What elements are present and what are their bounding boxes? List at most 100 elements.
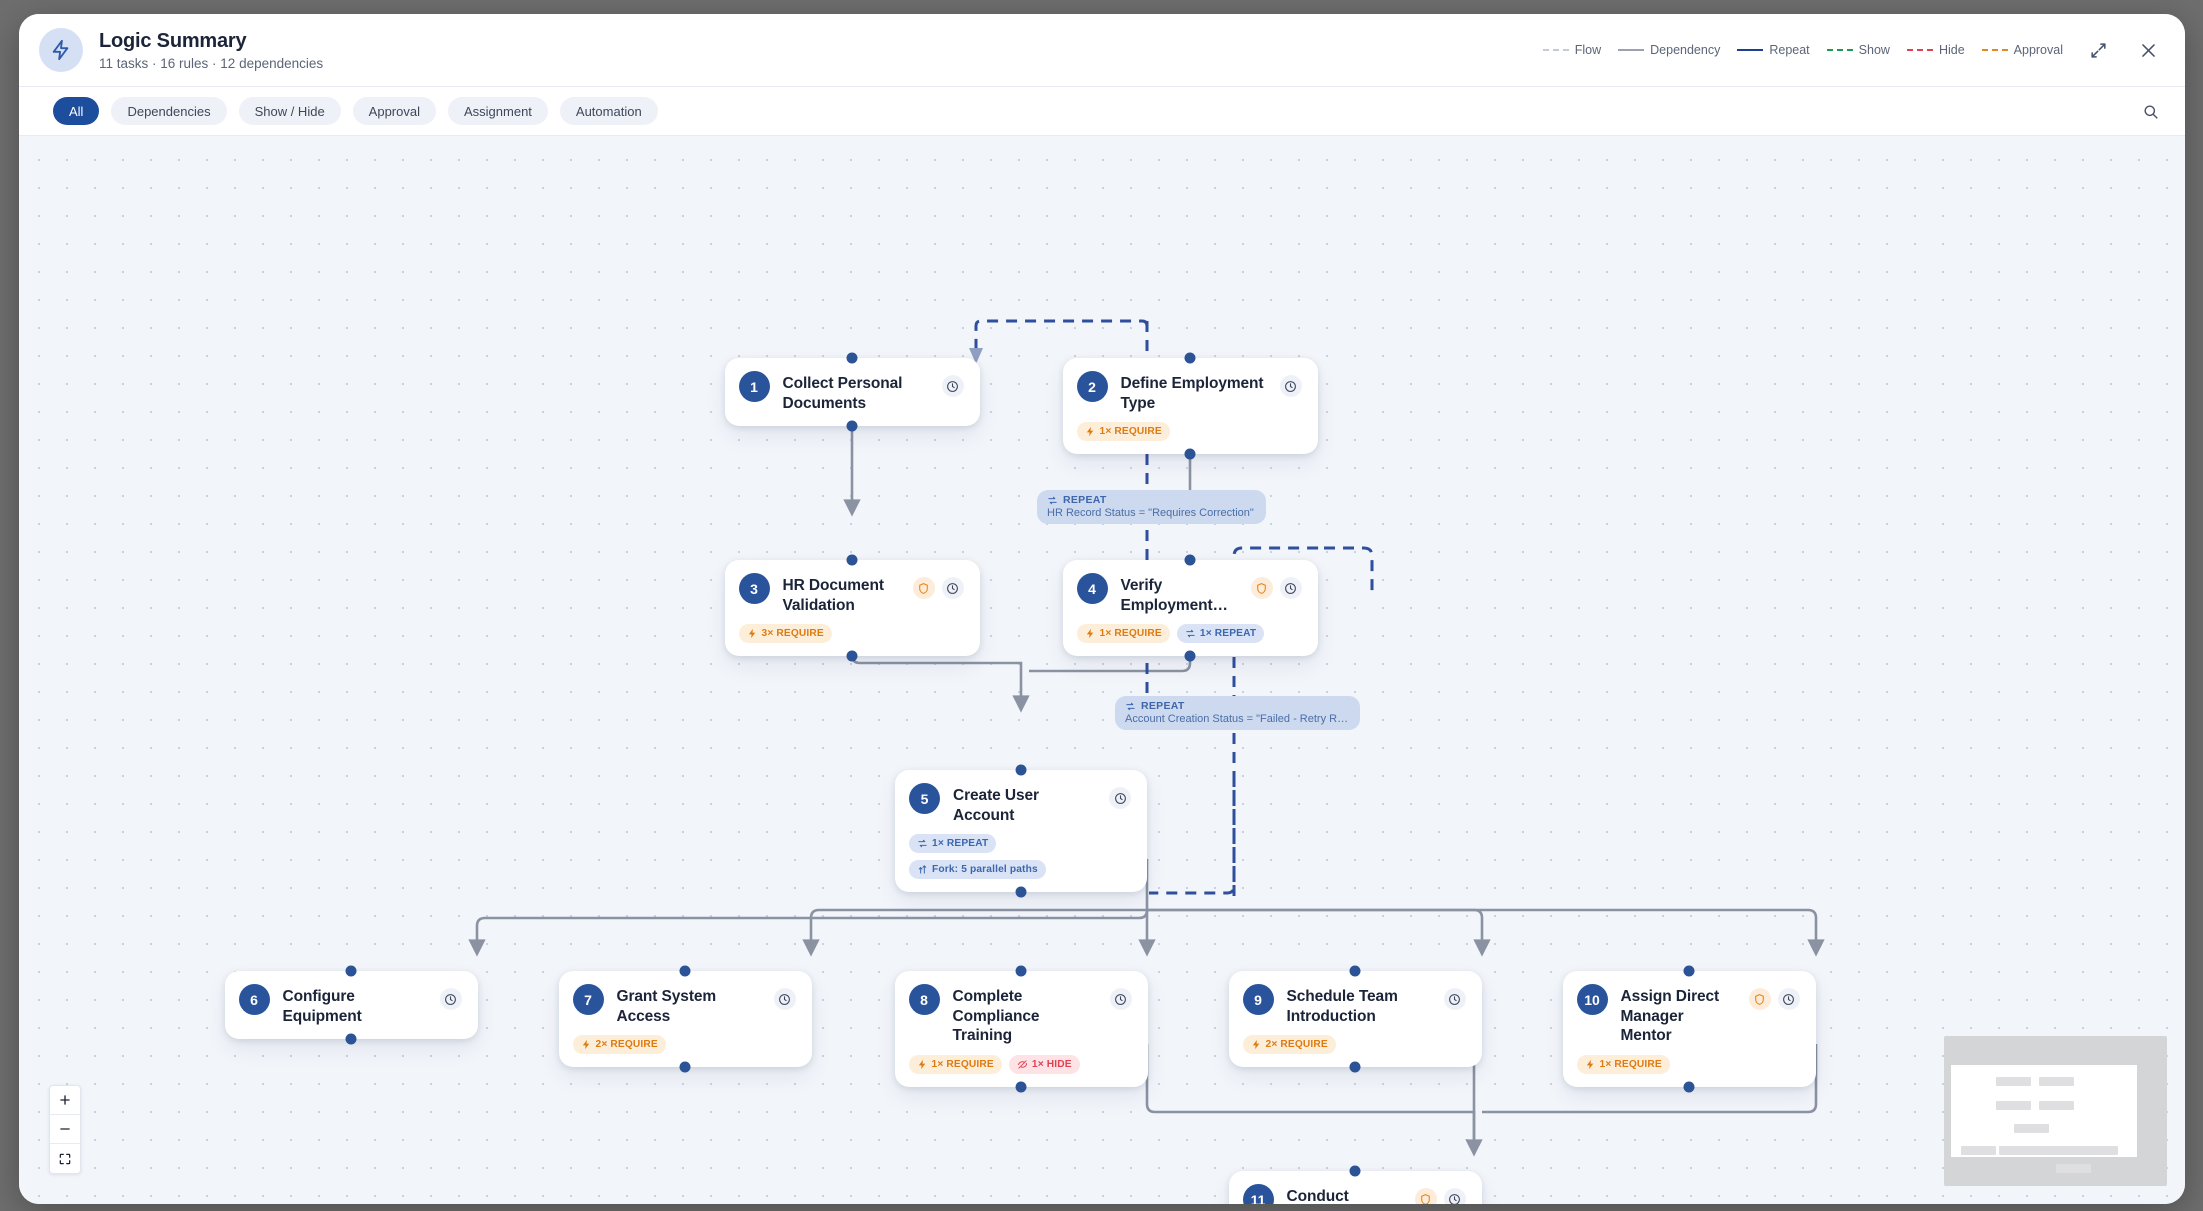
shield-icon: [1748, 988, 1771, 1010]
window-header: Logic Summary 11 tasks · 16 rules · 12 d…: [19, 14, 2185, 86]
filter-chip-all[interactable]: All: [53, 97, 100, 125]
node-number: 6: [238, 984, 270, 1015]
badge-require[interactable]: 1× REQUIRE: [1076, 624, 1170, 644]
badge-require[interactable]: 1× REQUIRE: [908, 1055, 1002, 1075]
node-badges: 1× REQUIRE 1× REPEAT: [1076, 624, 1302, 644]
edge-label-kind: REPEAT: [1125, 700, 1348, 712]
node-number: 2: [1076, 371, 1108, 402]
node-title: Configure Equipment: [282, 988, 362, 1025]
node-port-bottom[interactable]: [679, 1061, 691, 1073]
page-title: Logic Summary: [99, 29, 247, 52]
node-port-top[interactable]: [1184, 554, 1196, 566]
edge-label-kind-text: REPEAT: [1063, 494, 1107, 506]
node-number: 10: [1576, 984, 1608, 1015]
clock-icon: [941, 577, 964, 599]
badge-label: 1× REQUIRE: [1099, 426, 1162, 438]
node-icons: [439, 984, 462, 1010]
node-port-top[interactable]: [1683, 965, 1695, 977]
badge-label: 1× REPEAT: [932, 838, 989, 850]
badge-repeat[interactable]: 1× REPEAT: [1176, 624, 1265, 644]
clock-icon: [1109, 988, 1132, 1010]
badge-fork[interactable]: Fork: 5 parallel paths: [909, 860, 1046, 880]
badge-label: Fork: 5 parallel paths: [932, 864, 1038, 876]
edge-repeat-4-head: [1324, 546, 1374, 591]
edge-10-11: [1482, 1044, 1818, 1114]
filter-chip-show-hide[interactable]: Show / Hide: [238, 97, 341, 125]
node-port-bottom[interactable]: [1184, 650, 1196, 662]
node-port-top[interactable]: [1184, 352, 1196, 364]
node-title: Collect Personal Documents: [782, 375, 903, 412]
filter-chip-assignment[interactable]: Assignment: [447, 97, 548, 125]
node-port-bottom[interactable]: [1184, 448, 1196, 460]
zoom-out-button[interactable]: [50, 1115, 80, 1144]
minimap[interactable]: [1944, 1036, 2167, 1186]
minimap-node: [1961, 1146, 1996, 1155]
node-badges: 1× REPEAT Fork: 5 parallel paths: [909, 834, 1131, 880]
node-port-top[interactable]: [679, 965, 691, 977]
zoom-in-button[interactable]: [50, 1086, 80, 1115]
clock-icon: [773, 988, 796, 1010]
zoom-controls: [49, 1085, 81, 1174]
page-subtitle: 11 tasks · 16 rules · 12 dependencies: [99, 55, 324, 71]
node-port-bottom[interactable]: [345, 1033, 357, 1045]
node-port-top[interactable]: [345, 965, 357, 977]
badge-require[interactable]: 1× REQUIRE: [1076, 422, 1170, 442]
node-number: 11: [1242, 1184, 1274, 1204]
fit-screen-button[interactable]: [50, 1144, 80, 1173]
node-icons: [1109, 783, 1131, 809]
node-port-bottom[interactable]: [1015, 1081, 1027, 1093]
node-port-top[interactable]: [1015, 965, 1027, 977]
filter-chip-automation[interactable]: Automation: [559, 97, 658, 125]
filter-toolbar: All Dependencies Show / Hide Approval Assign…: [19, 86, 2185, 136]
legend-label: Show: [1858, 43, 1890, 57]
filter-chip-dependencies[interactable]: Dependencies: [111, 97, 227, 125]
search-icon[interactable]: [2137, 98, 2163, 124]
filter-chip-approval[interactable]: Approval: [352, 97, 436, 125]
node-port-top[interactable]: [1015, 764, 1027, 776]
logic-summary-window: Logic Summary 11 tasks · 16 rules · 12 d…: [19, 14, 2185, 1204]
badge-repeat[interactable]: 1× REPEAT: [909, 834, 997, 854]
legend-swatch-approval: [1981, 49, 2008, 51]
node-port-top[interactable]: [846, 554, 858, 566]
node-badges: 1× REQUIRE: [1076, 422, 1302, 442]
node-port-bottom[interactable]: [846, 650, 858, 662]
node-port-top[interactable]: [846, 352, 858, 364]
node-port-top[interactable]: [1349, 1165, 1361, 1177]
node-port-bottom[interactable]: [846, 420, 858, 432]
badge-require[interactable]: 3× REQUIRE: [738, 624, 832, 644]
badge-hide[interactable]: 1× HIDE: [1008, 1055, 1080, 1075]
node-icons: [941, 371, 964, 397]
minimap-viewport: [1951, 1065, 2137, 1173]
badge-require[interactable]: 2× REQUIRE: [1242, 1035, 1336, 1055]
node-port-bottom[interactable]: [1683, 1081, 1695, 1093]
node-icons: [1748, 984, 1800, 1010]
legend-swatch-hide: [1906, 49, 1933, 51]
legend-label: Hide: [1938, 43, 1965, 57]
task-node-6[interactable]: 6 Configure Equipment: [224, 971, 478, 1040]
node-port-top[interactable]: [1349, 965, 1361, 977]
node-port-bottom[interactable]: [1349, 1061, 1361, 1073]
badge-require[interactable]: 2× REQUIRE: [572, 1035, 666, 1055]
node-port-bottom[interactable]: [1015, 886, 1027, 898]
expand-icon[interactable]: [2083, 35, 2113, 65]
minimap-node: [1996, 1101, 2031, 1110]
minimap-node: [2028, 1146, 2063, 1155]
close-icon[interactable]: [2133, 35, 2163, 65]
badge-require[interactable]: 1× REQUIRE: [1576, 1055, 1670, 1075]
